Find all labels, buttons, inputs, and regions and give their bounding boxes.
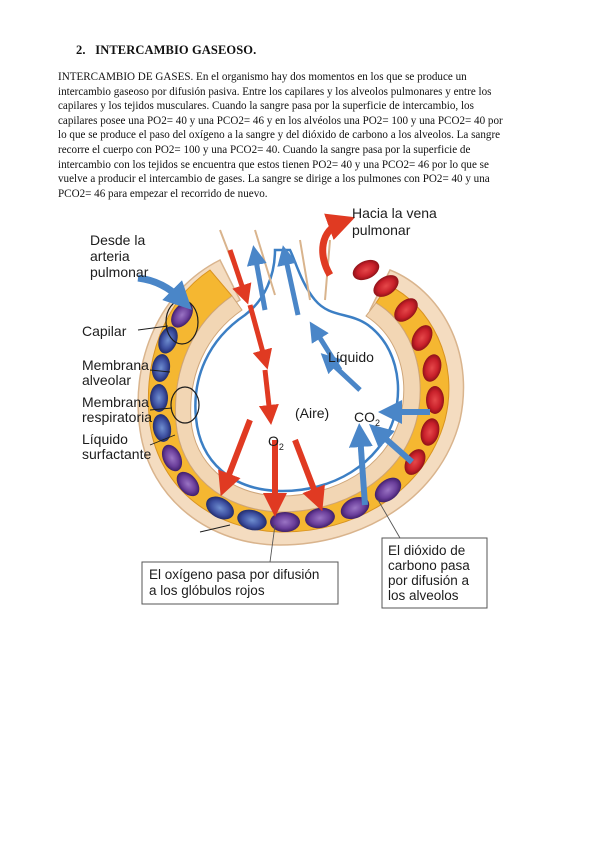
- body-paragraph: INTERCAMBIO DE GASES. En el organismo ha…: [58, 70, 552, 201]
- label-o2: O2: [268, 433, 284, 452]
- label-liquido-surf-1: Líquido: [82, 431, 128, 447]
- caption-dioxido-1: El dióxido de: [388, 543, 465, 558]
- venous-outflow-arrow: [319, 213, 356, 277]
- caption-connector-co2: [377, 499, 401, 539]
- membrana-marker-circle: [170, 386, 200, 424]
- label-membrana-alveolar-2: alveolar: [82, 372, 131, 388]
- alveolar-membrane-inner: [175, 295, 421, 513]
- caption-dioxido-3: por difusión a: [388, 573, 470, 588]
- gas-exchange-diagram: Desde la arteria pulmonar Hacia la vena …: [82, 205, 488, 609]
- label-hacia-1: Hacia la vena: [352, 205, 437, 221]
- paragraph-line: lo que se produce el paso del oxígeno a …: [58, 129, 501, 142]
- paragraph-line: capilares y los tejidos musculares. Cuan…: [58, 100, 474, 113]
- caption-oxigeno-2: a los glóbulos rojos: [149, 583, 265, 598]
- section-number: 2.: [76, 43, 86, 57]
- paragraph-line: INTERCAMBIO DE GASES. En el organismo ha…: [58, 71, 467, 83]
- label-desde-3: pulmonar: [90, 264, 149, 280]
- paragraph-line: recorre el cuerpo con PO2= 100 y una PCO…: [58, 143, 471, 156]
- red-blood-cells-right: [352, 259, 444, 475]
- caption-connector-oxygen: [269, 524, 276, 563]
- caption-oxigeno-1: El oxígeno pasa por difusión: [149, 567, 319, 582]
- label-co2: CO2: [354, 409, 380, 428]
- oxygen-arrows: [218, 249, 325, 517]
- paragraph-line: PCO2= 46 para empezar el recorrido de nu…: [58, 187, 268, 200]
- caption-dioxido-4: los alveolos: [388, 588, 459, 603]
- label-desde-2: arteria: [90, 248, 130, 264]
- red-blood-cells-left: [150, 302, 200, 497]
- label-capilar: Capilar: [82, 323, 127, 339]
- paragraph-line: intercambio gaseoso por difusión pasiva.…: [58, 85, 492, 98]
- carbon-dioxide-arrows: [246, 245, 430, 506]
- paragraph-line: intercambio con los tejidos se encuentra…: [58, 158, 489, 171]
- label-desde-1: Desde la: [90, 232, 145, 248]
- section-heading: 2. INTERCAMBIO GASEOSO.: [76, 43, 256, 58]
- caption-dioxido-2: carbono pasa: [388, 558, 470, 573]
- paragraph-line: vuelve a producir el intercambio de gase…: [58, 173, 490, 186]
- arterial-inflow-arrow: [137, 274, 192, 310]
- label-hacia-2: pulmonar: [352, 222, 411, 238]
- section-title: INTERCAMBIO GASEOSO.: [95, 43, 257, 57]
- paragraph-line: capilares posee una PO2= 40 y una PCO2= …: [58, 114, 503, 127]
- red-blood-cells-bottom: [206, 477, 402, 532]
- label-liquido: Líquido: [328, 349, 374, 365]
- label-liquido-surf-2: surfactante: [82, 446, 151, 462]
- label-membrana-alveolar-1: Membrana: [82, 357, 149, 373]
- caption-box-oxygen: [141, 561, 339, 605]
- label-aire: (Aire): [295, 405, 329, 421]
- label-membrana-resp-2: respiratoria: [82, 409, 152, 425]
- leader-lines: [137, 325, 231, 533]
- label-membrana-resp-1: Membrana: [82, 394, 149, 410]
- caption-box-co2: [381, 537, 488, 609]
